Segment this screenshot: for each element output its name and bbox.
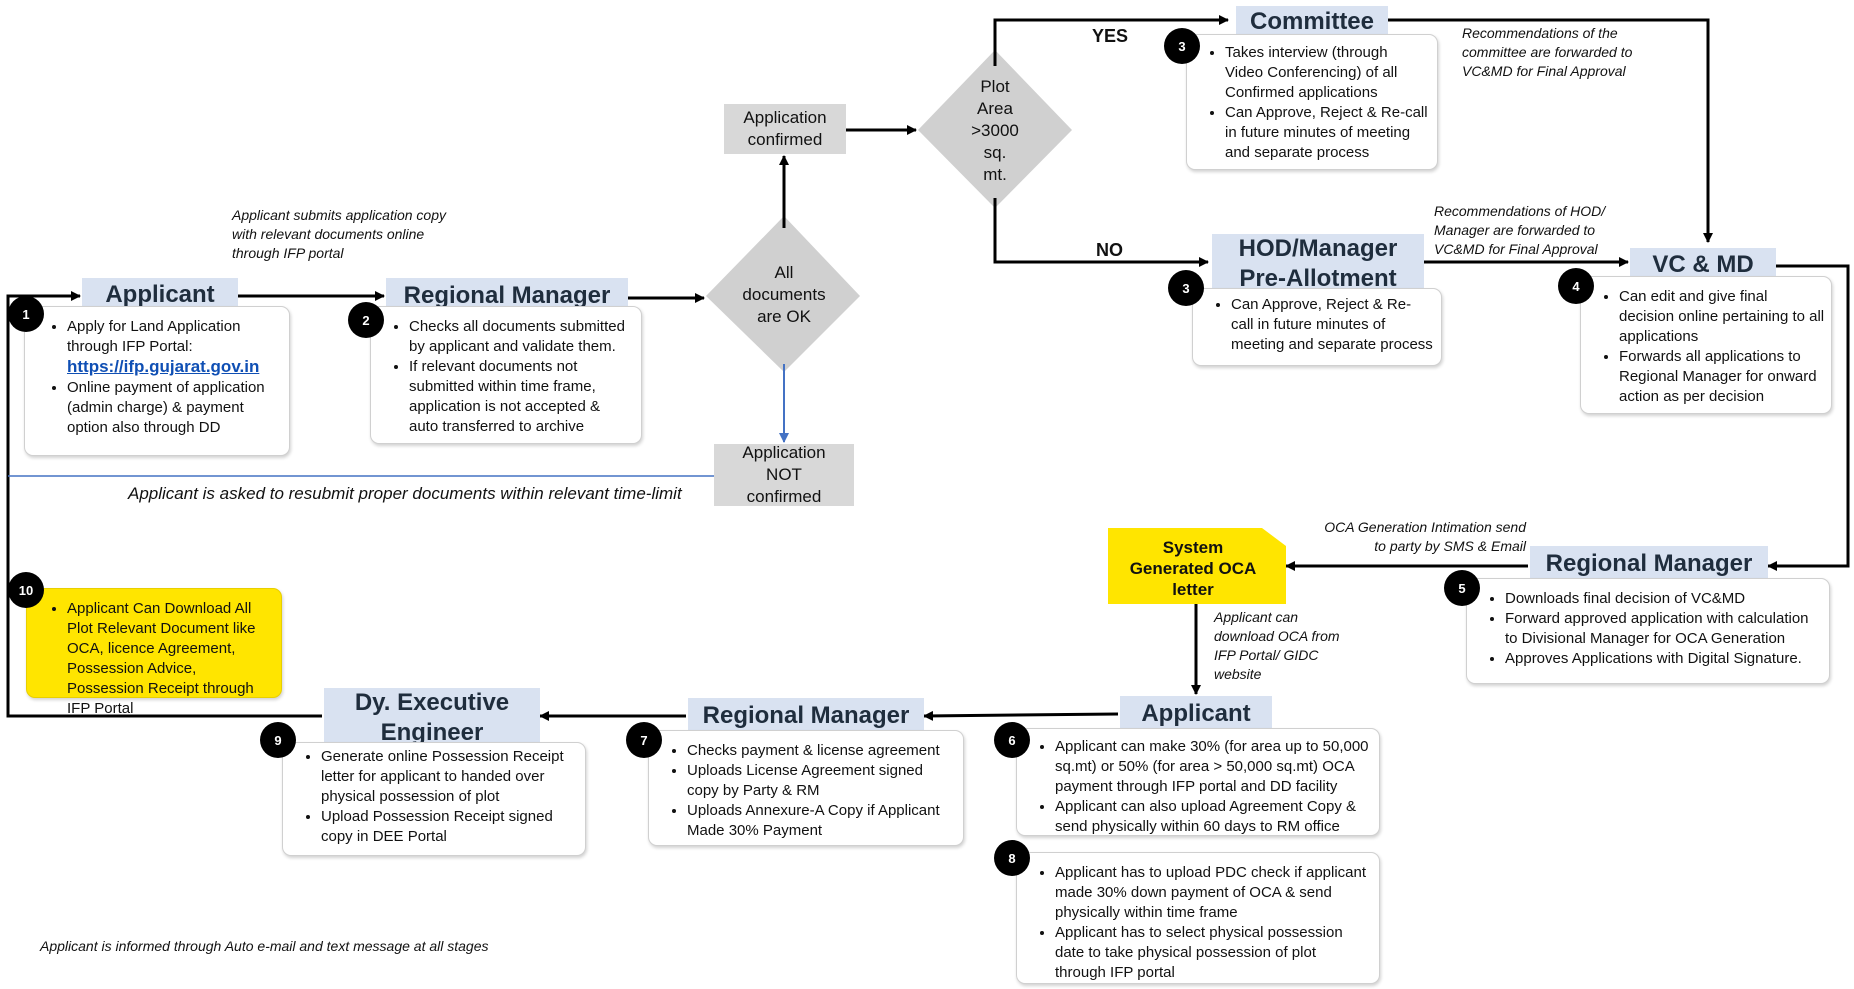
applicant-6-header: Applicant bbox=[1120, 696, 1272, 732]
vc-md-box: Can edit and give final decision online … bbox=[1580, 276, 1832, 414]
dee-bullet-2: Upload Possession Receipt signed copy in… bbox=[321, 807, 577, 847]
committee-header: Committee bbox=[1236, 6, 1388, 38]
rm7-bullet-3: Uploads Annexure-A Copy if Applicant Mad… bbox=[687, 801, 955, 841]
rm5-bullet-3: Approves Applications with Digital Signa… bbox=[1505, 649, 1821, 669]
step-8-box: Applicant has to upload PDC check if app… bbox=[1016, 852, 1380, 984]
vcmd-bullet-2: Forwards all applications to Regional Ma… bbox=[1619, 347, 1825, 407]
applicant-start-box: Apply for Land Application through IFP P… bbox=[24, 306, 290, 456]
applicant-6-box: Applicant can make 30% (for area up to 5… bbox=[1016, 728, 1380, 836]
hod-bullet-1: Can Approve, Reject & Re-call in future … bbox=[1231, 295, 1433, 355]
decision-all-documents-diamond bbox=[706, 216, 860, 372]
edge-applicant-to-rm7 bbox=[923, 710, 1119, 721]
decision-plot-area-diamond bbox=[918, 50, 1072, 208]
step-7-badge: 7 bbox=[626, 722, 662, 758]
committee-box: Takes interview (through Video Conferenc… bbox=[1186, 34, 1438, 170]
hod-manager-box: Can Approve, Reject & Re-call in future … bbox=[1192, 288, 1442, 366]
regional-manager-5-header: Regional Manager bbox=[1530, 546, 1768, 582]
step-5-badge: 5 bbox=[1444, 570, 1480, 606]
edge-committee-to-vcmd bbox=[1388, 18, 1713, 243]
step8-bullet-1: Applicant has to upload PDC check if app… bbox=[1055, 863, 1371, 923]
committee-bullet-2: Can Approve, Reject & Re-call in future … bbox=[1225, 103, 1429, 163]
step-4-badge: 4 bbox=[1558, 268, 1594, 304]
step-2-badge: 2 bbox=[348, 302, 384, 338]
rm5-bullet-2: Forward approved application with calcul… bbox=[1505, 609, 1821, 649]
return-loop-line bbox=[6, 291, 322, 718]
dee-bullet-1: Generate online Possession Receipt lette… bbox=[321, 747, 577, 807]
edge-label-no: NO bbox=[1096, 240, 1123, 260]
step-3-hod-badge: 3 bbox=[1168, 270, 1204, 306]
applicant-start-bullet-1: Apply for Land Application through IFP P… bbox=[67, 317, 281, 378]
note-hod-forward: Recommendations of HOD/Manager are forwa… bbox=[1434, 203, 1606, 257]
step-3-committee-badge: 3 bbox=[1164, 28, 1200, 64]
applicant-start-bullet-2: Online payment of application (admin cha… bbox=[67, 378, 281, 438]
step-10-box: Applicant Can Download All Plot Relevant… bbox=[26, 588, 282, 717]
step-6-badge: 6 bbox=[994, 722, 1030, 758]
regional-manager-7-box: Checks payment & license agreement Uploa… bbox=[648, 730, 964, 846]
regional-manager-1-box: Checks all documents submitted by applic… bbox=[370, 306, 642, 444]
regional-manager-7-header: Regional Manager bbox=[688, 698, 924, 734]
rm5-bullet-1: Downloads final decision of VC&MD bbox=[1505, 589, 1821, 609]
step-10-badge: 10 bbox=[8, 572, 44, 608]
committee-bullet-1: Takes interview (through Video Conferenc… bbox=[1225, 43, 1429, 103]
ifp-portal-link[interactable]: https://ifp.gujarat.gov.in bbox=[67, 357, 260, 376]
edge-yes-to-committee bbox=[993, 15, 1229, 66]
edge-no-to-hod bbox=[993, 198, 1209, 267]
step-9-badge: 9 bbox=[260, 722, 296, 758]
vcmd-bullet-1: Can edit and give final decision online … bbox=[1619, 287, 1825, 347]
rm7-bullet-1: Checks payment & license agreement bbox=[687, 741, 955, 761]
note-resubmit: Applicant is asked to resubmit proper do… bbox=[128, 484, 682, 503]
step10-bullet-1: Applicant Can Download All Plot Relevant… bbox=[67, 599, 273, 719]
dy-exec-engineer-box: Generate online Possession Receipt lette… bbox=[282, 742, 586, 856]
rm1-bullet-1: Checks all documents submitted by applic… bbox=[409, 317, 633, 357]
rm1-bullet-2: If relevant documents not submitted with… bbox=[409, 357, 633, 437]
edge-label-yes: YES bbox=[1092, 26, 1129, 46]
edge-vcmd-to-rm5 bbox=[1767, 264, 1850, 571]
rm7-bullet-2: Uploads License Agreement signed copy by… bbox=[687, 761, 955, 801]
applicant6-bullet-2: Applicant can also upload Agreement Copy… bbox=[1055, 797, 1371, 837]
step-1-badge: 1 bbox=[8, 296, 44, 332]
system-oca-document-shape bbox=[1108, 528, 1286, 604]
note-footer: Applicant is informed through Auto e-mai… bbox=[40, 938, 489, 954]
step-8-badge: 8 bbox=[994, 840, 1030, 876]
step8-bullet-2: Applicant has to select physical possess… bbox=[1055, 923, 1371, 983]
regional-manager-5-box: Downloads final decision of VC&MD Forwar… bbox=[1466, 578, 1830, 684]
applicant6-bullet-1: Applicant can make 30% (for area up to 5… bbox=[1055, 737, 1371, 797]
